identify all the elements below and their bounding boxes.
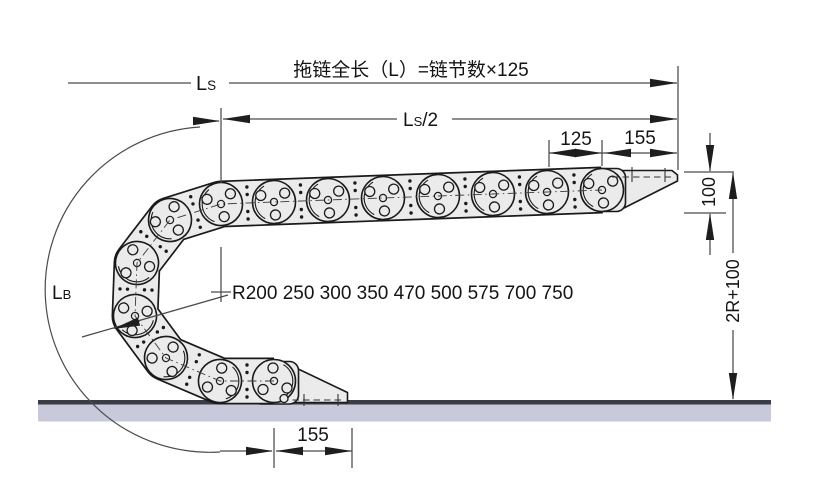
bend-radius-options-label: R200 250 300 350 470 500 575 700 750 bbox=[232, 283, 573, 304]
ls-label: LS bbox=[196, 73, 216, 95]
ground-surface bbox=[38, 400, 771, 422]
end-length-bottom-label: 155 bbox=[297, 425, 329, 446]
total-height-label: 2R+100 bbox=[723, 259, 743, 323]
lb-label: LB bbox=[52, 283, 71, 304]
drawing-title: 拖链全长（L）=链节数×125 bbox=[293, 59, 528, 81]
ground-fill bbox=[38, 404, 771, 422]
pitch-label: 125 bbox=[560, 129, 592, 150]
lb-label-backdrop bbox=[49, 283, 77, 302]
ground-edge bbox=[38, 400, 771, 405]
bracket-details bbox=[279, 167, 673, 406]
radius-center-cross bbox=[211, 247, 231, 302]
chain-link bbox=[114, 240, 160, 286]
radius-leader-line bbox=[81, 294, 229, 338]
link-height-label: 100 bbox=[699, 177, 719, 207]
chain-link bbox=[251, 179, 297, 225]
chain-link bbox=[360, 175, 406, 221]
chain-link bbox=[198, 181, 244, 227]
bracket-bottom-hole bbox=[279, 393, 289, 404]
ls-half-label: LS/2 bbox=[403, 110, 438, 131]
chain-link bbox=[147, 197, 193, 243]
end-length-top-label: 155 bbox=[624, 128, 656, 149]
labels: 拖链全长（L）=链节数×125 LS LS/2 125 155 100 2R+1… bbox=[49, 59, 743, 446]
